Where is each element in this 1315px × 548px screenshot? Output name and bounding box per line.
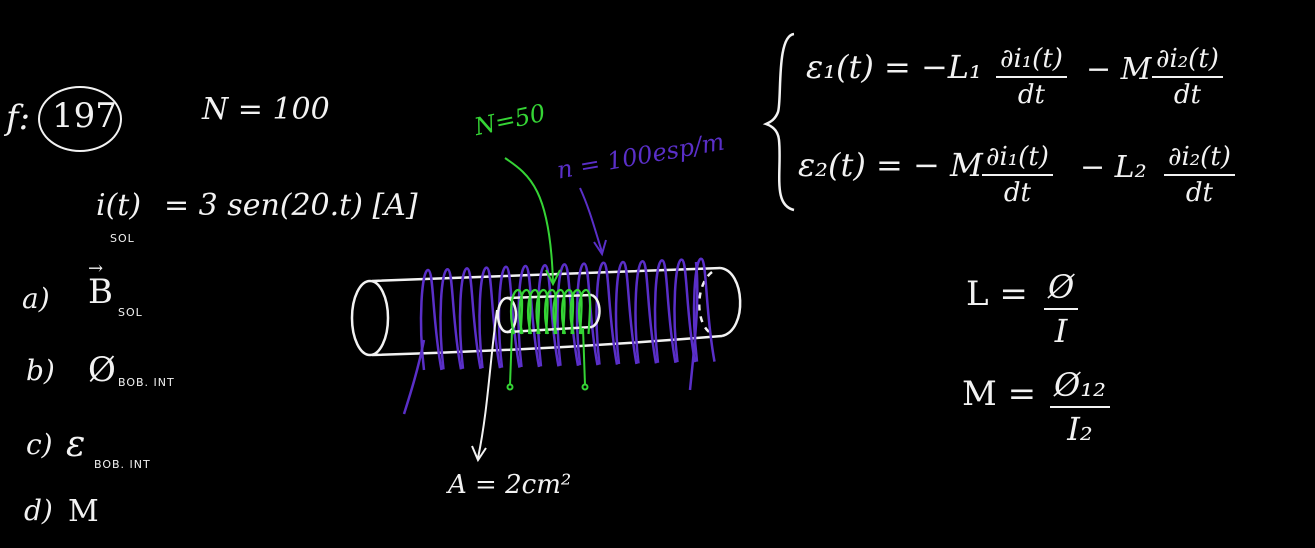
eq1-frac2-num: ∂i₂(t) — [1152, 44, 1223, 78]
inner-coil-loop — [509, 288, 524, 335]
eq1-frac2: ∂i₂(t) dt — [1152, 44, 1223, 110]
item-b-subscript: BOB. INT — [118, 376, 175, 389]
inner-coil-loop — [535, 288, 549, 335]
tube-left-end — [350, 279, 390, 357]
eq1-lhs: ε₁(t) = −L₁ — [806, 48, 982, 86]
outer-coil-loop — [556, 263, 580, 367]
formula-L-num: Ø — [1044, 268, 1079, 310]
equation-system-brace — [762, 32, 795, 212]
outer-coil-loop — [517, 264, 541, 368]
exercise-prefix: f: — [6, 98, 31, 138]
area-arrow — [477, 309, 498, 459]
eq1-frac1-num: ∂i₁(t) — [996, 44, 1067, 78]
outer-coil-loop — [575, 262, 599, 366]
inner-coil-loop — [560, 288, 575, 335]
inner-coil-loop — [526, 288, 541, 335]
outer-coil-loop — [439, 267, 463, 370]
current-expression: = 3 sen(20.t) [A] — [164, 188, 418, 223]
eq2-frac2-den: dt — [1185, 178, 1213, 208]
item-d-letter: d) — [24, 494, 53, 527]
eq2-lhs: ε₂(t) = − M — [798, 146, 983, 184]
outer-coil-loop — [673, 258, 697, 363]
outer-coil-loop — [595, 261, 619, 365]
outer-coil-loop — [614, 260, 638, 365]
area-label: A = 2cm² — [448, 470, 572, 500]
formula-L-lhs: L = — [966, 274, 1028, 314]
inner-coil-lead-left — [509, 329, 513, 386]
eq2-frac1: ∂i₁(t) dt — [982, 142, 1053, 208]
eq2-frac1-num: ∂i₁(t) — [982, 142, 1053, 176]
item-a-symbol: B — [88, 272, 113, 312]
item-b-symbol: Ø — [88, 350, 116, 390]
total-turns: N = 100 — [202, 92, 330, 127]
inner-cylinder-right-end — [591, 293, 601, 329]
item-b-letter: b) — [26, 354, 55, 387]
inner-coil-loop — [577, 288, 592, 335]
inner-coil-lead-right — [582, 327, 586, 386]
area-arrowhead — [471, 445, 487, 463]
formula-M-frac: Ø₁₂ I₂ — [1050, 366, 1110, 448]
outer-coil-loop — [634, 259, 658, 364]
eq1-frac1: ∂i₁(t) dt — [996, 44, 1067, 110]
outer-coil-loop — [458, 267, 482, 370]
outer-coil-lead-right — [688, 261, 699, 391]
formula-M-lhs: M = — [962, 374, 1037, 414]
item-c-letter: c) — [26, 428, 53, 461]
tube-right-hidden-end — [698, 271, 713, 336]
outer-coil-loop — [478, 266, 502, 369]
item-c-subscript: BOB. INT — [94, 458, 151, 471]
eq1-mid: − M — [1086, 52, 1152, 87]
eq2-frac1-den: dt — [1003, 178, 1031, 208]
current-subscript: SOL — [110, 232, 135, 245]
eq1-frac1-den: dt — [1017, 80, 1045, 110]
item-c-symbol: ε — [66, 424, 86, 465]
inner-coil-lead-left-end — [506, 383, 514, 391]
density-arrow — [579, 187, 603, 253]
inner-coil-lead-right-end — [581, 383, 589, 391]
outer-coil-loop — [653, 259, 677, 364]
current-symbol: i(t) — [96, 188, 142, 223]
eq2-mid: − L₂ — [1080, 150, 1147, 185]
formula-L-frac: Ø I — [1044, 268, 1079, 350]
item-d-symbol: M — [68, 494, 99, 529]
formula-L-den: I — [1054, 312, 1068, 350]
outer-coil-lead-left — [402, 339, 426, 415]
inner-coil-loop — [569, 288, 583, 335]
inner-coil-loop — [552, 288, 566, 335]
inner-coil-loop — [518, 288, 532, 335]
formula-M-num: Ø₁₂ — [1050, 366, 1110, 408]
exercise-number: 197 — [52, 96, 117, 136]
tube-bottom-edge — [371, 334, 723, 357]
inner-coil-loop — [543, 288, 558, 335]
outer-coil-loop — [419, 268, 443, 371]
item-a-subscript: SOL — [118, 306, 143, 319]
tube-right-end — [719, 266, 742, 338]
eq2-frac2: ∂i₂(t) dt — [1164, 142, 1235, 208]
formula-M-den: I₂ — [1067, 410, 1093, 448]
outer-coil-loop — [692, 257, 716, 362]
density-arrowhead — [593, 239, 607, 257]
inner-n-arrow — [504, 157, 554, 283]
item-a-vector-arrow: → — [88, 258, 104, 279]
eq2-frac2-num: ∂i₂(t) — [1164, 142, 1235, 176]
item-a-letter: a) — [22, 282, 50, 315]
eq1-frac2-den: dt — [1173, 80, 1201, 110]
inner-n-arrowhead — [545, 269, 561, 287]
exercise-number-circle — [38, 86, 122, 152]
outer-coil — [402, 257, 716, 415]
inner-coil — [509, 288, 592, 335]
inner-coil-leads — [506, 327, 589, 391]
